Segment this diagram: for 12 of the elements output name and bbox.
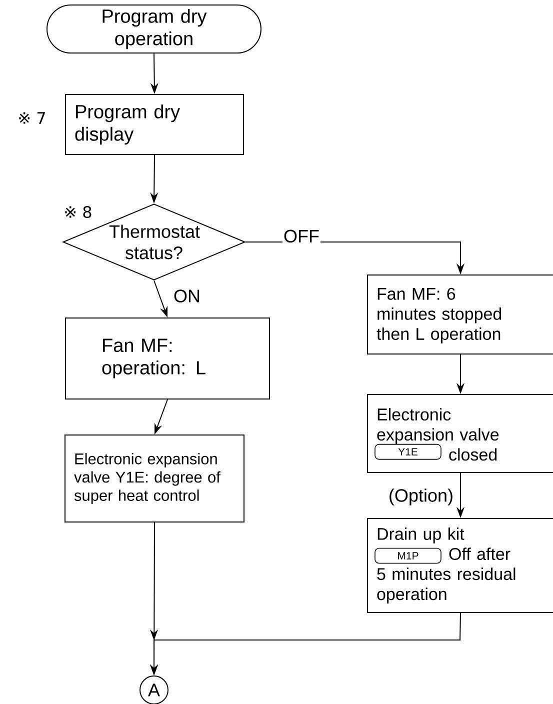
edge-label: ON — [172, 288, 202, 304]
process-box: Fan MF: operation: L — [65, 318, 270, 400]
edge-label: OFF — [282, 228, 320, 244]
note-mark: ※ 7 — [19, 112, 45, 124]
process-box: Fan MF: 6 minutes stopped then L operation — [367, 274, 553, 354]
edge-label: (Option) — [387, 488, 454, 506]
terminal-box: Program dry operation — [46, 4, 262, 54]
process-box: Electronic expansion valve Y1E: degree of super heat control — [64, 434, 244, 522]
process-box: Program dry display — [65, 94, 244, 155]
note-mark: ※ 8 — [65, 206, 92, 218]
component-tag: M1P — [374, 548, 442, 564]
component-tag: Y1E — [374, 444, 442, 460]
